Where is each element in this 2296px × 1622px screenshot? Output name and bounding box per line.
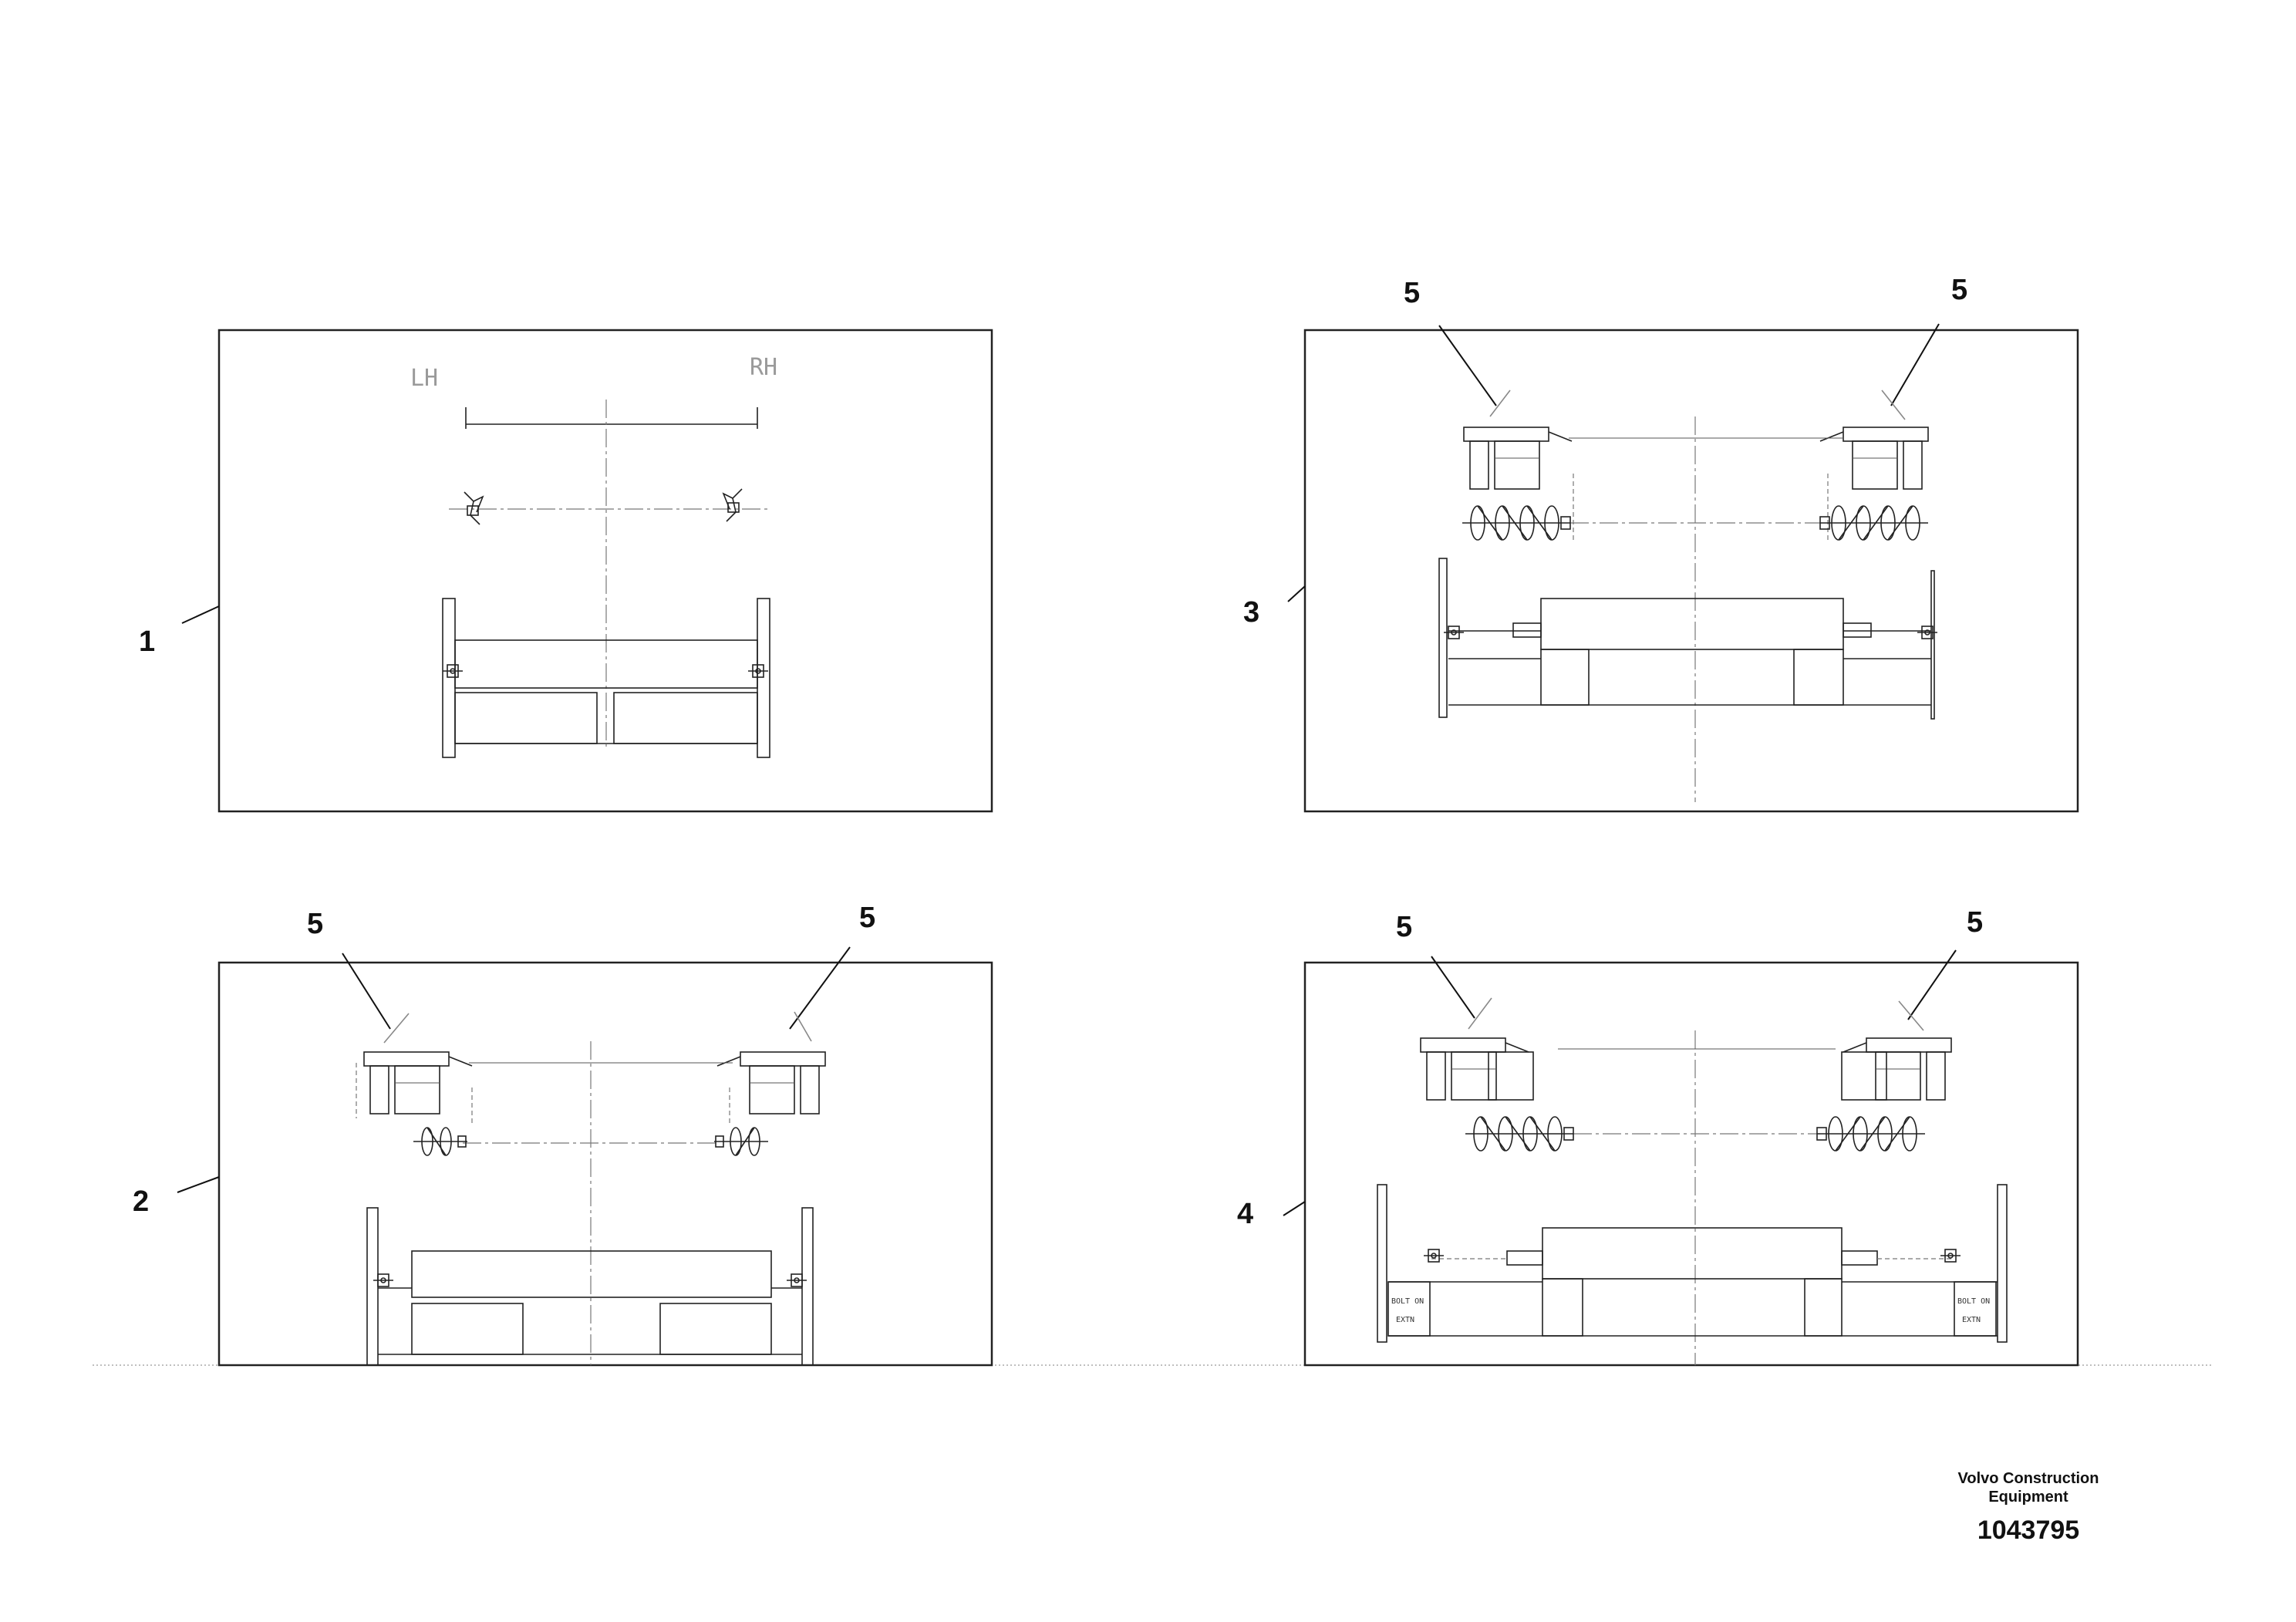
callout-5-right: 5 [1951, 274, 1967, 306]
label-rh: RH [750, 354, 777, 381]
extension-label-right-line1: BOLT ON [1957, 1297, 1990, 1306]
callout-2: 2 [133, 1185, 149, 1218]
panel-4: 4 5 5 BOLT ON [1237, 906, 2079, 1367]
panel-1: 1 LH RH [139, 329, 993, 813]
label-lh: LH [410, 365, 438, 392]
company-name-line2: Equipment [1988, 1489, 2068, 1506]
document-number: 1043795 [1977, 1516, 2080, 1545]
callout-5-right: 5 [1967, 906, 1983, 939]
panel-2: 2 5 5 [133, 902, 993, 1367]
callout-5-left: 5 [1404, 277, 1420, 309]
extension-label-right-line2: EXTN [1962, 1316, 1981, 1324]
extension-label-left-line1: BOLT ON [1391, 1297, 1424, 1306]
callout-5-right: 5 [859, 902, 875, 934]
extension-label-left-line2: EXTN [1396, 1316, 1414, 1324]
callout-4: 4 [1237, 1198, 1253, 1230]
callout-1: 1 [139, 626, 155, 658]
callout-5-left: 5 [1396, 911, 1412, 943]
callout-3: 3 [1243, 596, 1259, 629]
company-name-line1: Volvo Construction [1957, 1470, 2099, 1487]
panel-3: 3 5 5 [1243, 274, 2079, 813]
callout-5-left: 5 [307, 908, 323, 940]
title-block: Volvo Construction Equipment 1043795 [1928, 1469, 2129, 1546]
